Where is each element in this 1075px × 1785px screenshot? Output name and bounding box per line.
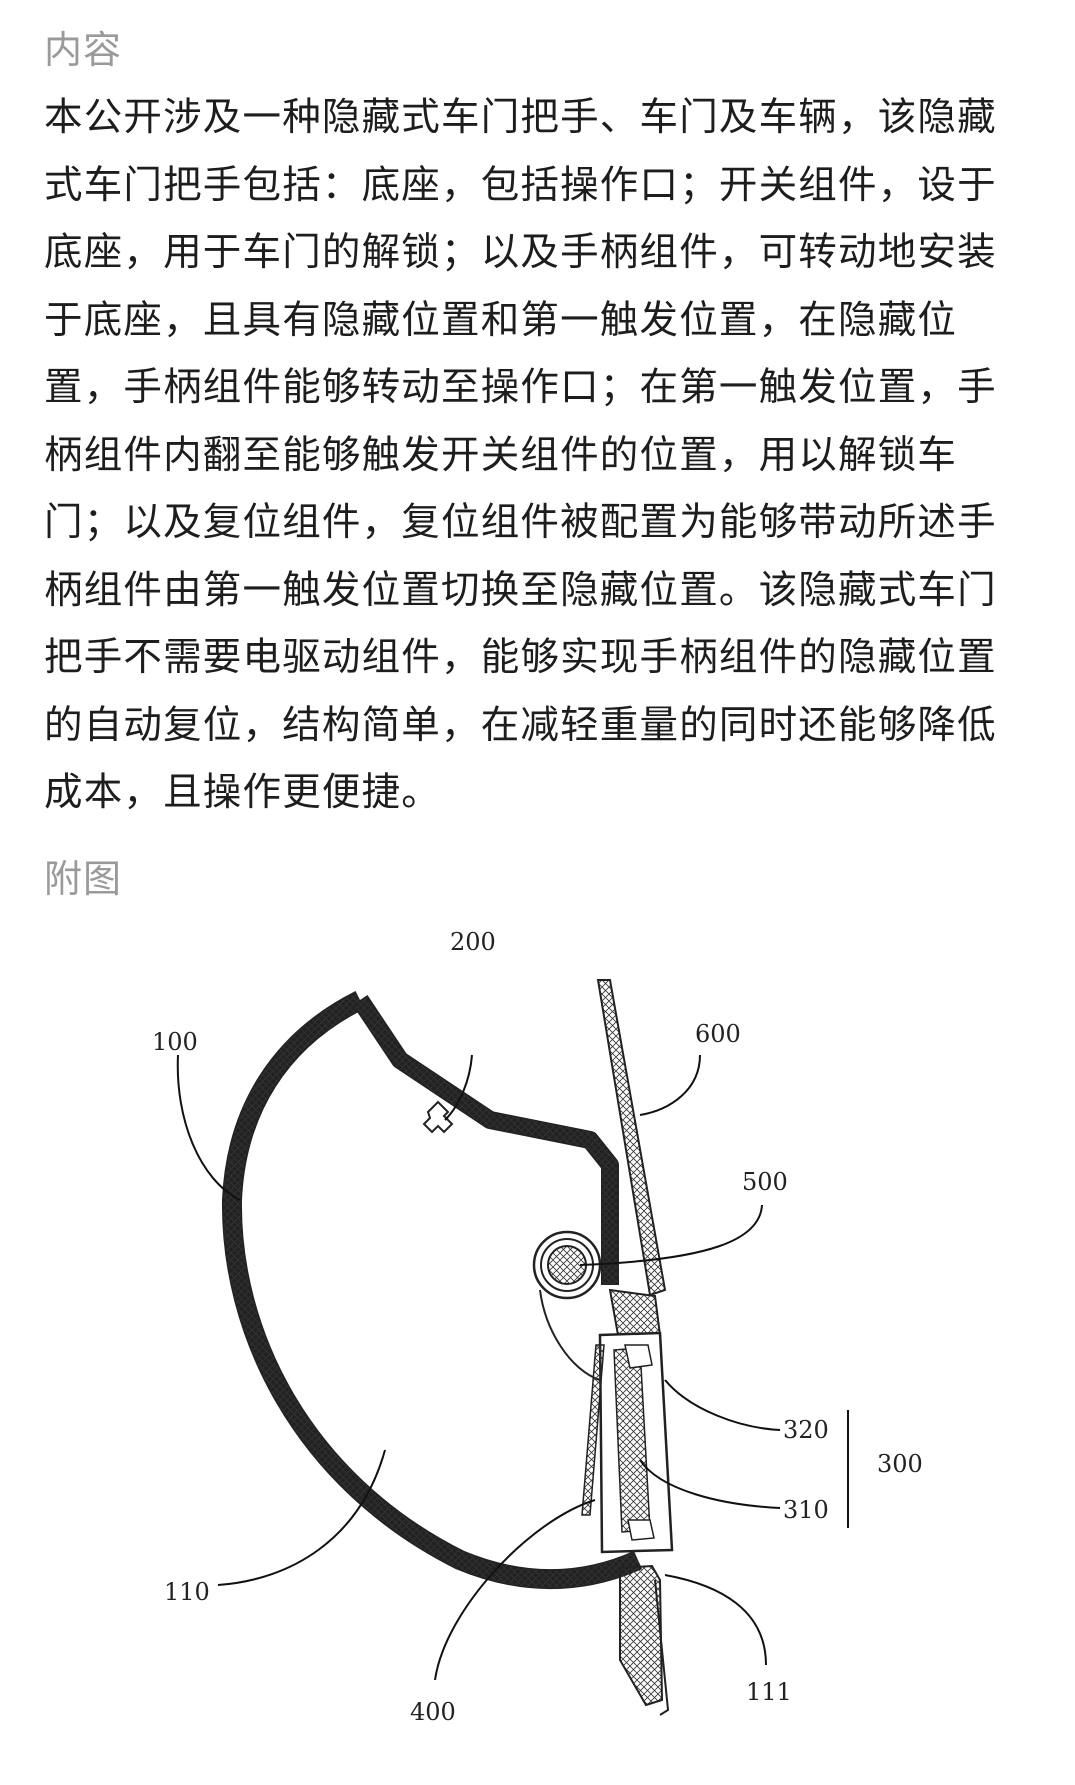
leader-200	[444, 1054, 473, 1121]
leader-500	[579, 1204, 763, 1266]
section-label-content: 内容	[44, 28, 123, 72]
switch-component	[422, 1100, 454, 1134]
label-310: 310	[783, 1496, 829, 1524]
label-111: 111	[746, 1678, 792, 1706]
leader-400	[434, 1499, 596, 1681]
leader-310	[639, 1459, 781, 1509]
leader-111	[664, 1574, 767, 1666]
door-panel	[596, 979, 667, 1297]
patent-figure: 100 200 600 500 320 300 310 110 400 111	[0, 920, 1075, 1780]
leader-100	[176, 1054, 241, 1201]
label-300: 300	[877, 1450, 923, 1478]
label-400: 400	[410, 1698, 456, 1726]
leader-320	[664, 1379, 781, 1431]
leader-110	[217, 1449, 386, 1586]
label-110: 110	[164, 1578, 210, 1606]
reset-component	[581, 1344, 605, 1516]
section-label-figure: 附图	[44, 857, 123, 901]
abstract-text: 本公开涉及一种隐藏式车门把手、车门及车辆，该隐藏式车门把手包括：底座，包括操作口…	[44, 95, 997, 815]
label-600: 600	[695, 1020, 741, 1048]
base-lower-flange	[619, 1564, 664, 1707]
label-500: 500	[742, 1168, 788, 1196]
label-100: 100	[152, 1028, 198, 1056]
leader-600	[639, 1054, 701, 1116]
label-320: 320	[783, 1416, 829, 1444]
label-200: 200	[450, 928, 496, 956]
door-handle-diagram: 100 200 600 500 320 300 310 110 400 111	[152, 928, 923, 1726]
handle-arm	[539, 1289, 601, 1381]
